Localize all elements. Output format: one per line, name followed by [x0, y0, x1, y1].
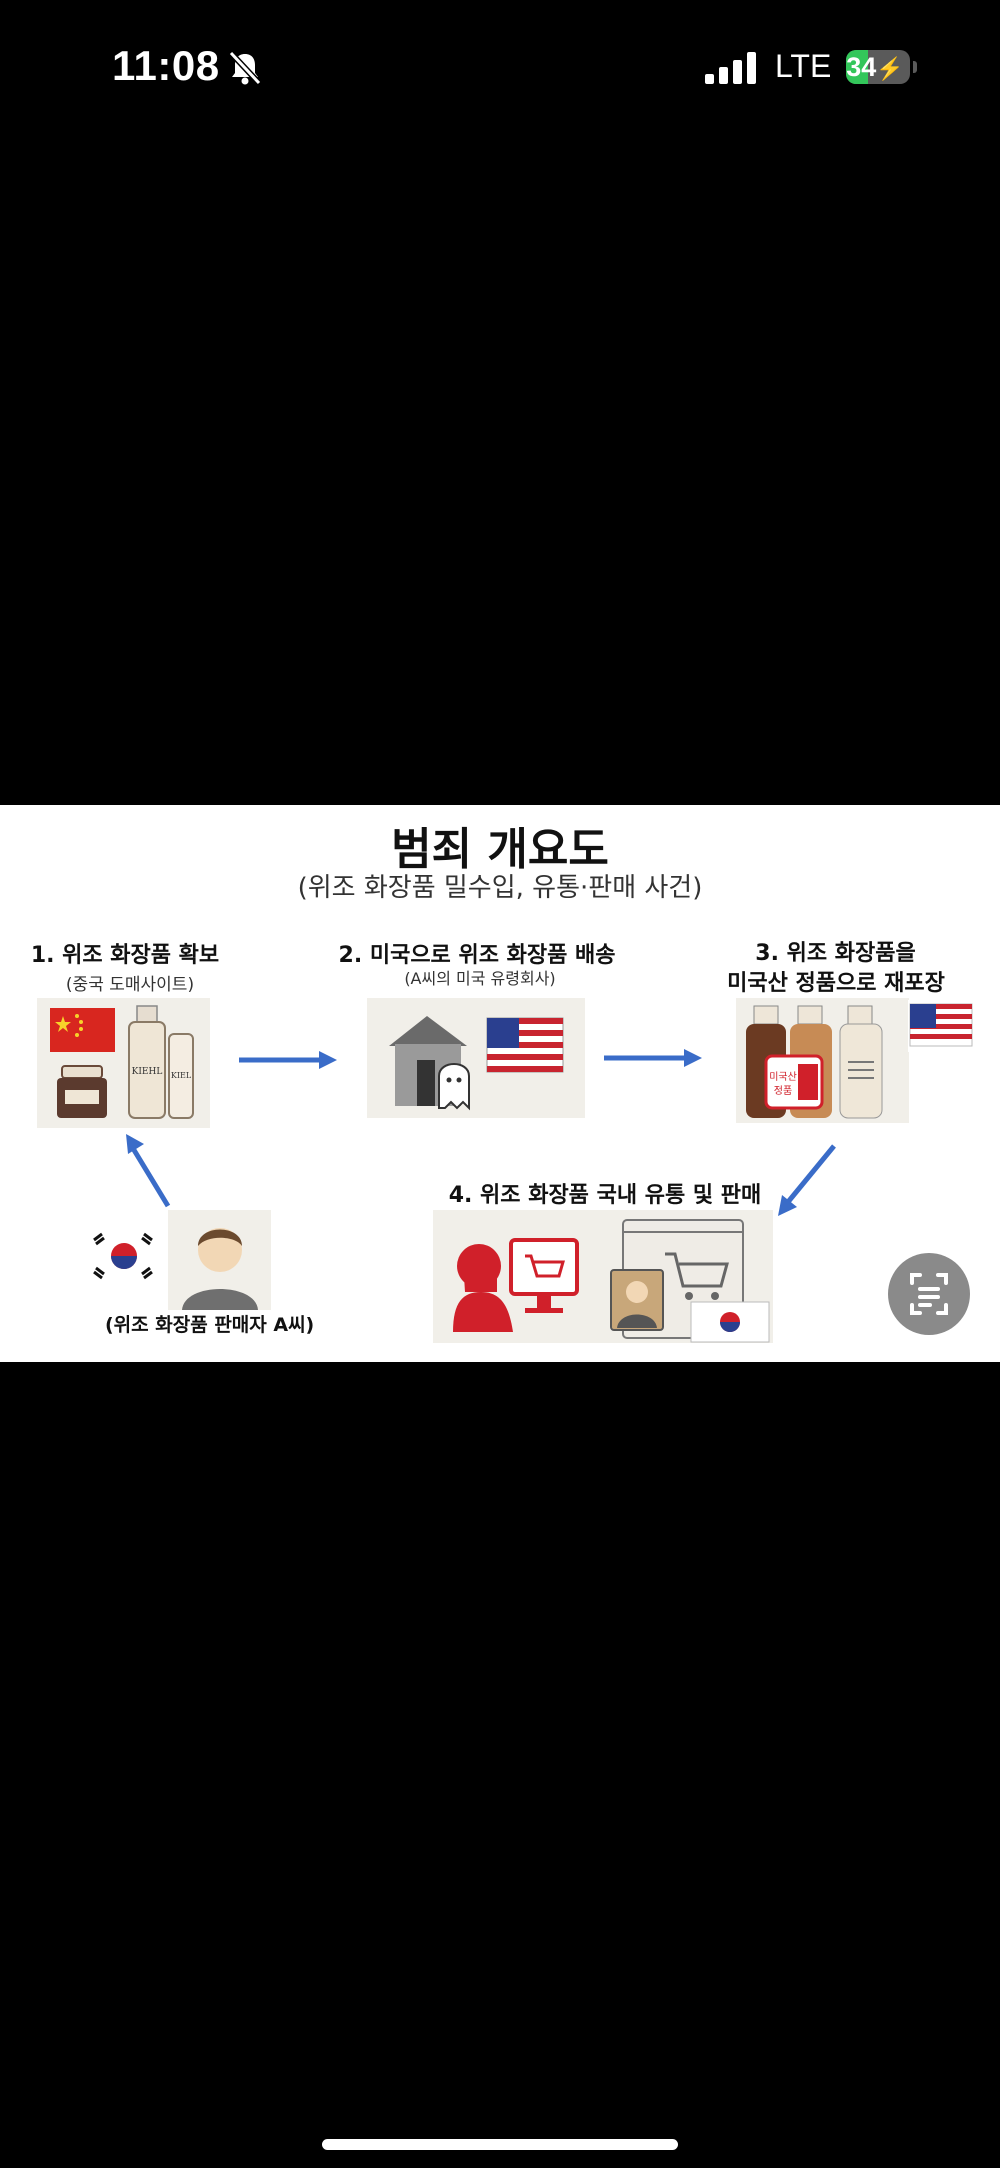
- step3-panel: 미국산 정품: [736, 998, 909, 1123]
- cellular-signal-icon: [705, 52, 756, 84]
- step3-label-line2: 미국산 정품으로 재포장: [727, 971, 945, 996]
- battery-level: 34: [846, 52, 877, 82]
- arrow-step3-to-step4: [778, 1144, 836, 1216]
- woman-at-computer-icon: [453, 1244, 513, 1332]
- network-type: LTE: [775, 48, 832, 84]
- arrow-seller-to-step1: [126, 1134, 171, 1208]
- scan-text-icon: [910, 1273, 948, 1315]
- diagram-title: 범죄 개요도: [391, 824, 609, 875]
- seller-avatar: [168, 1210, 271, 1310]
- bell-slash-icon: [228, 50, 262, 86]
- step2-label: 2. 미국으로 위조 화장품 배송: [338, 943, 616, 968]
- clock: 11:08: [112, 42, 220, 89]
- crime-overview-diagram[interactable]: 범죄 개요도 (위조 화장품 밀수입, 유통·판매 사건) 1. 위조 화장품 …: [0, 805, 1000, 1362]
- brand-label: KIEHL: [132, 1067, 163, 1077]
- package-icon: 미국산 정품: [764, 1054, 824, 1110]
- battery-tip: [913, 61, 917, 73]
- step4-panel: [433, 1210, 773, 1343]
- diagram-subtitle: (위조 화장품 밀수입, 유통·판매 사건): [297, 873, 703, 903]
- step4-label: 4. 위조 화장품 국내 유통 및 판매: [448, 1183, 762, 1208]
- svg-text:KIEL: KIEL: [171, 1071, 192, 1080]
- home-indicator[interactable]: [322, 2139, 678, 2150]
- step1-sub: (중국 도매사이트): [65, 975, 195, 995]
- seller-caption: (위조 화장품 판매자 A씨): [105, 1314, 315, 1336]
- ghost-icon: [438, 1063, 470, 1111]
- step1-label: 1. 위조 화장품 확보: [30, 943, 220, 968]
- battery-charging-icon: 34⚡: [846, 50, 910, 84]
- step2-sub: (A씨의 미국 유령회사): [404, 969, 556, 988]
- korea-flag-icon: [690, 1301, 770, 1343]
- step1-panel: KIEHL KIEL: [37, 998, 210, 1128]
- profile-card-icon: [610, 1269, 664, 1331]
- us-flag-icon: [486, 1017, 564, 1073]
- china-flag-icon: [50, 1008, 115, 1052]
- step2-panel: [367, 998, 585, 1118]
- package-text2: 정품: [774, 1085, 792, 1097]
- status-bar: 11:08 LTE 34⚡: [0, 0, 1000, 135]
- visual-lookup-button[interactable]: [888, 1253, 970, 1335]
- step3-label-line1: 3. 위조 화장품을: [755, 941, 916, 966]
- us-flag-icon: [908, 1000, 976, 1052]
- arrow-step1-to-step2: [239, 1051, 337, 1069]
- monitor-cart-icon: [509, 1238, 579, 1313]
- korea-flag-icon: [88, 1230, 160, 1282]
- package-text1: 미국산: [769, 1071, 797, 1083]
- arrow-step2-to-step3: [604, 1049, 702, 1067]
